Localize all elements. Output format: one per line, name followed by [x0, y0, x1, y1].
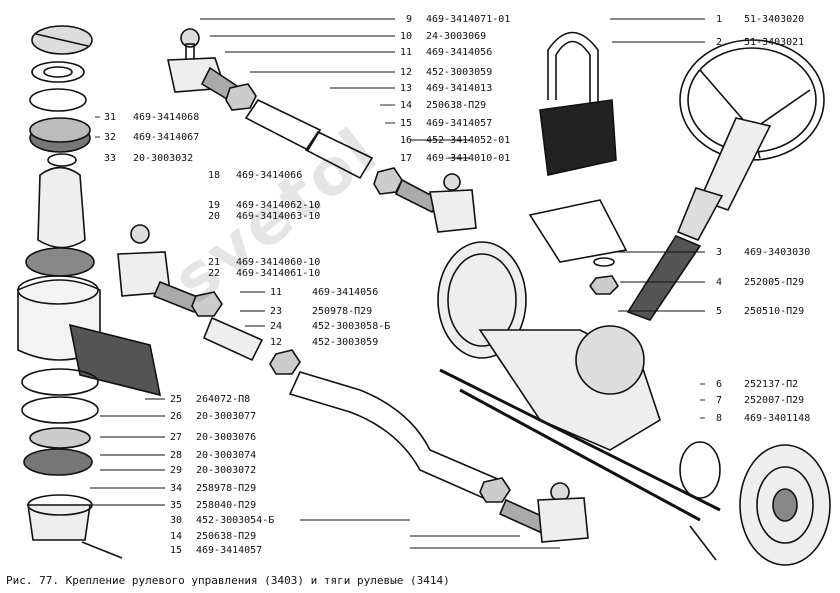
callout-number: 17	[399, 153, 412, 164]
callout-number: 10	[399, 31, 412, 42]
callout-number: 2	[715, 37, 722, 48]
callout-number: 23	[269, 306, 282, 317]
callout-number: 21	[207, 257, 220, 268]
callout-number: 32	[103, 132, 116, 143]
callout-part-code: 258040-П29	[196, 500, 257, 511]
callout-number: 30	[169, 515, 182, 526]
callout-number: 12	[269, 337, 282, 348]
callout-part-code: 469-3414066	[236, 170, 303, 181]
callout-part-code: 252137-П2	[744, 379, 799, 390]
callout-part-code: 258978-П29	[196, 483, 257, 494]
upper-tie-rod	[167, 28, 477, 233]
callout-part-code: 469-3414013	[426, 83, 493, 94]
callout-number: 29	[169, 465, 182, 476]
callout-part-code: 24-3003069	[426, 31, 487, 42]
callout-number: 20	[207, 211, 220, 222]
callout-number: 25	[169, 394, 182, 405]
callout-part-code: 469-3414057	[426, 118, 493, 129]
callout-part-code: 452-3003054-Б	[196, 515, 275, 526]
callout-number: 27	[169, 432, 182, 443]
callout-part-code: 252007-П29	[744, 395, 805, 406]
callout-number: 14	[169, 531, 182, 542]
callout-number: 9	[405, 14, 412, 25]
callout-part-code: 264072-П8	[196, 394, 251, 405]
callout-part-code: 469-3414071-01	[426, 14, 511, 25]
callout-part-code: 469-3403030	[744, 247, 811, 258]
callout-part-code: 51-3403021	[744, 37, 805, 48]
callout-number: 18	[207, 170, 220, 181]
callout-number: 13	[399, 83, 412, 94]
callout-number: 28	[169, 450, 182, 461]
callout-number: 14	[399, 100, 412, 111]
steering-column-mount	[528, 31, 628, 295]
callout-part-code: 469-3414060-10	[236, 257, 321, 268]
callout-part-code: 452-3003058-Б	[312, 321, 391, 332]
callout-part-code: 452-3414052-01	[426, 135, 511, 146]
callout-number: 15	[399, 118, 412, 129]
callout-number: 15	[169, 545, 182, 556]
callout-part-code: 469-3414063-10	[236, 211, 321, 222]
callout-part-code: 51-3403020	[744, 14, 805, 25]
left-stack	[17, 25, 162, 559]
callout-number: 24	[269, 321, 282, 332]
callout-part-code: 20-3003076	[196, 432, 257, 443]
callout-part-code: 452-3003059	[426, 67, 493, 78]
callout-part-code: 252005-П29	[744, 277, 805, 288]
callout-part-code: 469-3414056	[312, 287, 379, 298]
callout-part-code: 469-3414062-10	[236, 200, 321, 211]
callout-number: 3	[715, 247, 722, 258]
steering-wheel	[626, 39, 825, 321]
callout-part-code: 20-3003077	[196, 411, 257, 422]
callout-part-code: 469-3414067	[133, 132, 200, 143]
callout-part-code: 250978-П29	[312, 306, 373, 317]
callout-number: 34	[169, 483, 182, 494]
callout-number: 6	[715, 379, 722, 390]
callout-number: 1	[715, 14, 722, 25]
callout-part-code: 469-3414056	[426, 47, 493, 58]
callout-number: 5	[715, 306, 722, 317]
callout-number: 4	[715, 277, 722, 288]
callout-part-code: 469-3414068	[133, 112, 200, 123]
callout-part-code: 20-3003032	[133, 153, 194, 164]
leader-lines	[90, 18, 705, 549]
callout-number: 33	[103, 153, 116, 164]
callout-part-code: 250638-П29	[426, 100, 487, 111]
callout-part-code: 452-3003059	[312, 337, 379, 348]
callout-number: 11	[399, 47, 412, 58]
callout-part-code: 250638-П29	[196, 531, 257, 542]
callout-number: 16	[399, 135, 412, 146]
callout-number: 22	[207, 268, 220, 279]
callout-number: 26	[169, 411, 182, 422]
callout-part-code: 20-3003072	[196, 465, 257, 476]
callout-number: 11	[269, 287, 282, 298]
callout-part-code: 250510-П29	[744, 306, 805, 317]
callout-number: 12	[399, 67, 412, 78]
front-axle	[437, 241, 831, 566]
callout-number: 31	[103, 112, 116, 123]
callout-number: 35	[169, 500, 182, 511]
callout-part-code: 469-3414010-01	[426, 153, 511, 164]
callout-number: 7	[715, 395, 722, 406]
lower-tie-rod	[117, 224, 589, 543]
callout-number: 19	[207, 200, 220, 211]
figure-caption: Рис. 77. Крепление рулевого управления (…	[6, 574, 450, 587]
callout-part-code: 469-3414061-10	[236, 268, 321, 279]
callout-part-code: 469-3401148	[744, 413, 811, 424]
callout-number: 8	[715, 413, 722, 424]
callout-part-code: 469-3414057	[196, 545, 263, 556]
callout-part-code: 20-3003074	[196, 450, 257, 461]
